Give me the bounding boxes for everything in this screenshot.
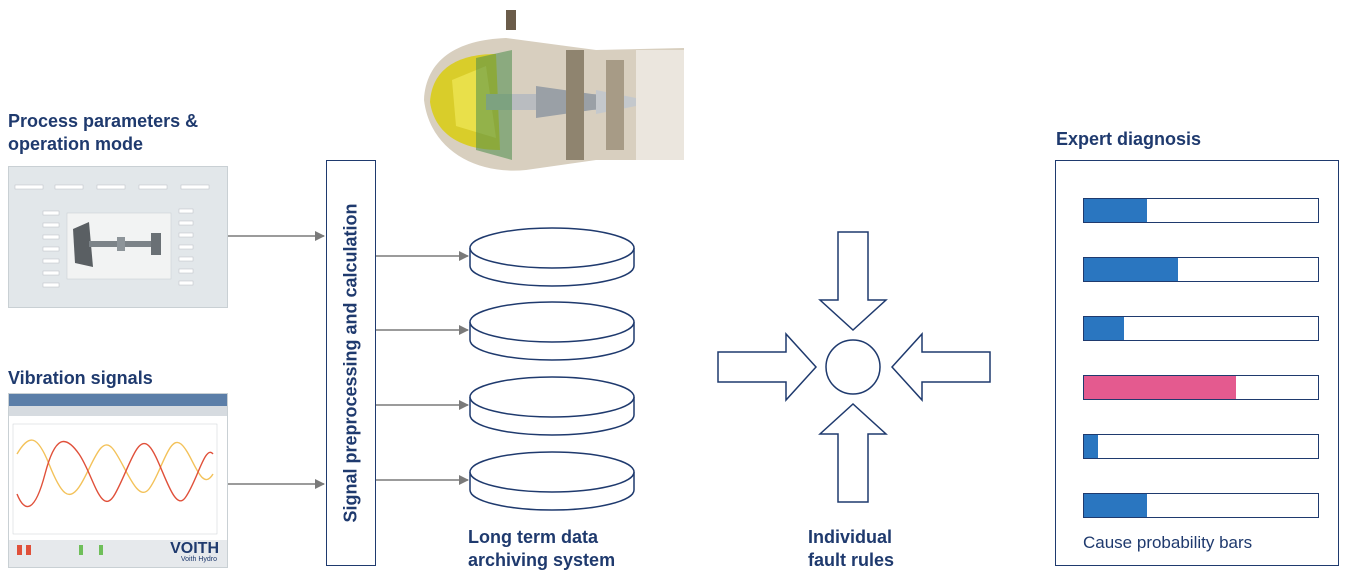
arrow-left-inward (717, 332, 818, 402)
probability-bar-fill (1084, 258, 1178, 281)
voith-subtitle: Voith Hydro (180, 556, 217, 563)
vibration-screen-graphic (9, 394, 227, 567)
voith-logo: VOITH (170, 540, 219, 557)
expert-diagnosis-title: Expert diagnosis (1056, 129, 1202, 149)
fault-rules-center-circle (825, 339, 881, 395)
turbine-graphic (424, 10, 684, 171)
database-cylinder-2 (469, 301, 635, 361)
probability-bar-4 (1083, 375, 1319, 400)
arrow-bottom-inward (818, 402, 888, 503)
expert-diagnosis-panel: Cause probability bars (1055, 160, 1339, 566)
probability-bar-5 (1083, 434, 1319, 459)
arrow-top-inward (818, 231, 888, 332)
probability-bar-fill (1084, 317, 1124, 340)
fault-rules-label: Individual fault rules (808, 527, 895, 570)
probability-bar-fill (1084, 376, 1237, 399)
cause-probability-caption: Cause probability bars (1083, 533, 1253, 552)
probability-bar-fill (1084, 435, 1099, 458)
vibration-signals-screenshot: VOITH Voith Hydro (8, 393, 228, 568)
probability-bar-2 (1083, 257, 1319, 282)
arrow-right-inward (890, 332, 991, 402)
probability-bar-6 (1083, 493, 1319, 518)
database-cylinder-4 (469, 451, 635, 511)
vibration-signals-label: Vibration signals (8, 368, 153, 388)
process-screen-graphic (9, 167, 227, 307)
probability-bar-3 (1083, 316, 1319, 341)
probability-bar-fill (1084, 494, 1148, 517)
probability-bar-1 (1083, 198, 1319, 223)
database-cylinder-3 (469, 376, 635, 436)
turbine-cutaway-image (416, 10, 686, 188)
signal-preprocessing-box: Signal preprocessing and calculation (326, 160, 376, 566)
database-cylinder-1 (469, 227, 635, 287)
process-parameters-screenshot (8, 166, 228, 308)
archiving-system-label: Long term data archiving system (468, 527, 616, 570)
probability-bar-fill (1084, 199, 1148, 222)
process-parameters-label: Process parameters & operation mode (8, 111, 199, 154)
